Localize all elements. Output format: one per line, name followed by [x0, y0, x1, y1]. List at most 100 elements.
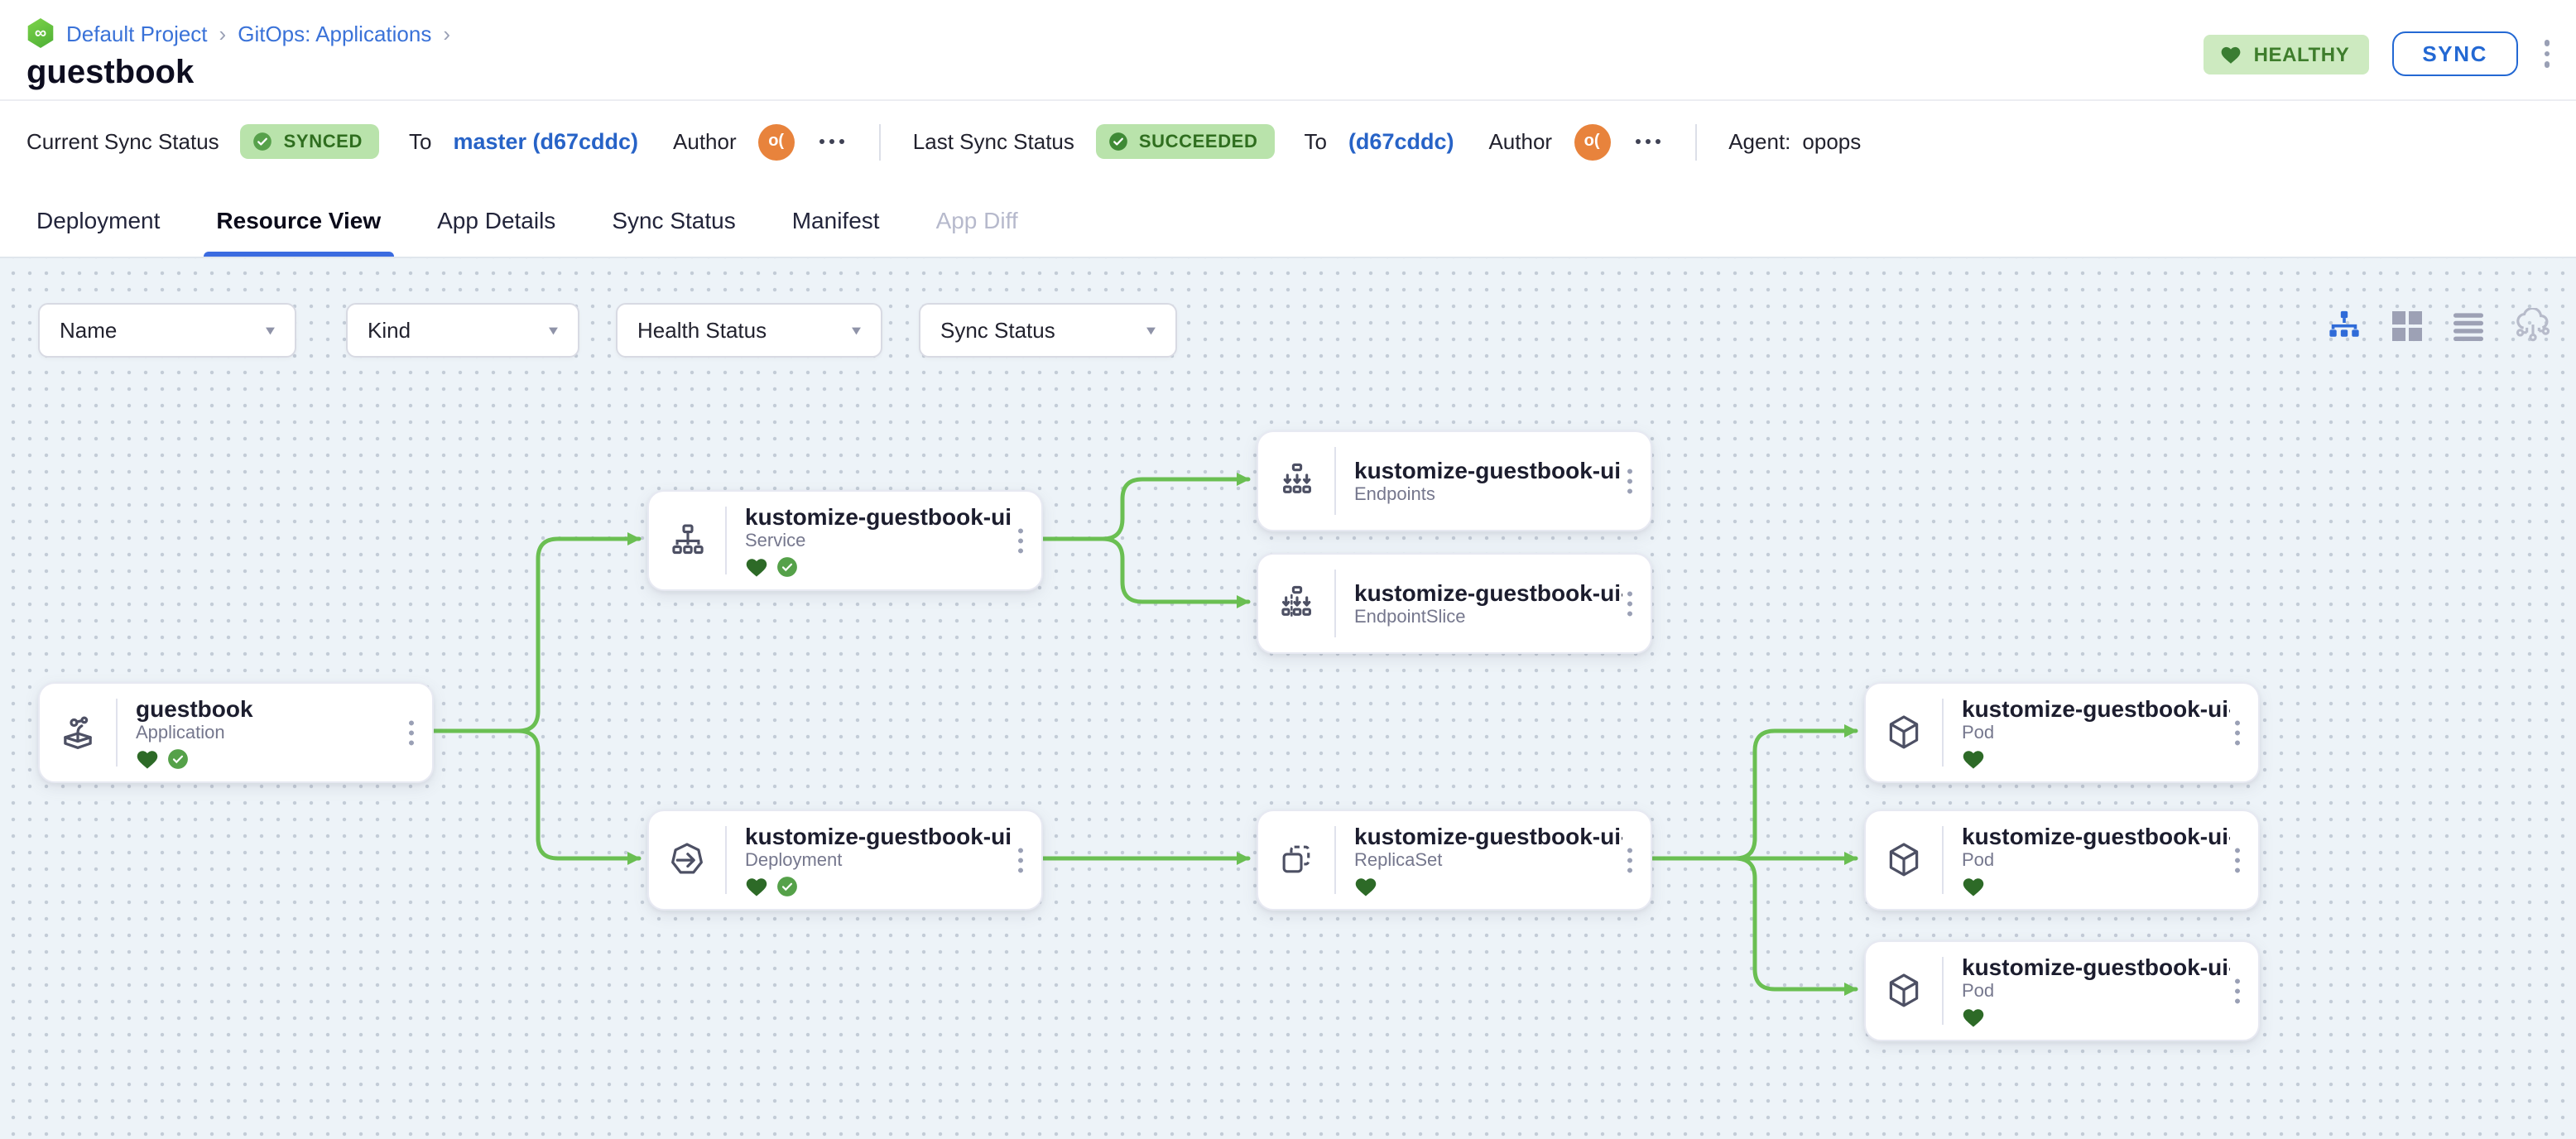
author-label: Author: [673, 129, 737, 154]
header-more-menu-icon[interactable]: [2540, 37, 2553, 71]
check-circle-icon: [1109, 132, 1127, 151]
node-title: kustomize-guestbook-ui-...: [1354, 579, 1622, 606]
synced-check-icon: [777, 557, 797, 577]
pod-icon: [1866, 839, 1942, 882]
commit-more-icon[interactable]: [816, 138, 848, 145]
graph-node-pod[interactable]: kustomize-guestbook-ui-... Pod: [1864, 810, 2260, 911]
node-menu-icon[interactable]: [1624, 587, 1636, 619]
health-status-filter-label: Health Status: [637, 318, 767, 343]
to-label: To: [408, 129, 432, 154]
node-kind: Service: [745, 531, 806, 551]
graph-node-deployment[interactable]: kustomize-guestbook-ui Deployment: [647, 810, 1043, 911]
node-kind: Pod: [1962, 723, 1995, 743]
graph-node-endpoints[interactable]: kustomize-guestbook-ui Endpoints: [1257, 430, 1652, 531]
author-avatar[interactable]: o(: [757, 123, 795, 160]
tab-deployment[interactable]: Deployment: [36, 206, 161, 233]
last-revision-link[interactable]: (d67cddc): [1348, 129, 1454, 154]
divider: [1334, 447, 1336, 515]
graph-node-pod[interactable]: kustomize-guestbook-ui-... Pod: [1864, 682, 2260, 783]
health-status-filter-select[interactable]: Health Status ▾: [616, 303, 882, 358]
healthy-heart-icon: [746, 559, 767, 577]
tab-app-details[interactable]: App Details: [437, 206, 556, 233]
app-tabs: Deployment Resource View App Details Syn…: [0, 182, 2576, 257]
view-mode-switcher: [2326, 308, 2553, 344]
pod-icon: [1866, 969, 1942, 1012]
node-menu-icon[interactable]: [1624, 843, 1636, 876]
divider: [879, 123, 882, 160]
chevron-down-icon: ▾: [1146, 323, 1156, 339]
deployment-icon: [649, 839, 725, 882]
sync-status-filter-label: Sync Status: [940, 318, 1055, 343]
sync-status-filter-select[interactable]: Sync Status ▾: [919, 303, 1177, 358]
list-view-icon[interactable]: [2452, 310, 2485, 343]
node-menu-icon[interactable]: [2232, 843, 2243, 876]
graph-node-pod[interactable]: kustomize-guestbook-ui-... Pod: [1864, 940, 2260, 1041]
chevron-down-icon: ▾: [265, 323, 275, 339]
node-title: kustomize-guestbook-ui: [745, 823, 1012, 849]
node-menu-icon[interactable]: [2232, 974, 2243, 1007]
author-label: Author: [1488, 129, 1553, 154]
divider: [1334, 826, 1336, 894]
breadcrumb-project-link[interactable]: Default Project: [66, 21, 208, 46]
graph-node-service[interactable]: kustomize-guestbook-ui Service: [647, 490, 1043, 591]
to-label: To: [1304, 129, 1327, 154]
tab-app-diff[interactable]: App Diff: [935, 206, 1018, 233]
name-filter-label: Name: [60, 318, 118, 343]
breadcrumb-separator: ›: [443, 21, 451, 46]
replicaset-icon: [1258, 839, 1334, 881]
current-revision-link[interactable]: master (d67cddc): [453, 129, 639, 154]
graph-node-endpointslice[interactable]: kustomize-guestbook-ui-... EndpointSlice: [1257, 553, 1652, 654]
graph-node-replicaset[interactable]: kustomize-guestbook-ui-... ReplicaSet: [1257, 810, 1652, 911]
node-menu-icon[interactable]: [1015, 843, 1026, 876]
healthy-heart-icon: [1963, 1009, 1984, 1027]
sync-button[interactable]: SYNC: [2392, 31, 2517, 76]
current-sync-status-label: Current Sync Status: [26, 129, 219, 154]
tab-resource-view[interactable]: Resource View: [196, 182, 401, 257]
divider: [116, 699, 118, 767]
health-status-badge: HEALTHY: [2204, 34, 2370, 74]
tree-view-icon[interactable]: [2326, 310, 2362, 343]
tab-sync-status[interactable]: Sync Status: [612, 206, 736, 233]
node-kind: EndpointSlice: [1354, 608, 1466, 627]
divider: [1695, 123, 1698, 160]
node-kind: Endpoints: [1354, 485, 1435, 505]
divider: [1334, 570, 1336, 637]
synced-badge-label: SYNCED: [283, 132, 363, 151]
tab-manifest[interactable]: Manifest: [791, 206, 880, 233]
kind-filter-select[interactable]: Kind ▾: [346, 303, 579, 358]
author-avatar[interactable]: o(: [1574, 123, 1611, 160]
healthy-heart-icon: [746, 878, 767, 896]
gitops-logo-icon: ∞: [27, 18, 54, 48]
network-view-icon[interactable]: [2513, 308, 2553, 344]
name-filter-select[interactable]: Name ▾: [38, 303, 296, 358]
chevron-down-icon: ▾: [851, 323, 861, 339]
divider: [1942, 699, 1944, 767]
node-title: kustomize-guestbook-ui: [745, 503, 1012, 530]
agent-info: Agent: opops: [1728, 129, 1861, 154]
divider: [725, 507, 727, 574]
sync-status-bar: Current Sync Status SYNCED To master (d6…: [0, 99, 2576, 182]
node-menu-icon[interactable]: [1015, 524, 1026, 556]
pod-icon: [1866, 711, 1942, 754]
node-menu-icon[interactable]: [2232, 716, 2243, 748]
succeeded-badge-label: SUCCEEDED: [1138, 132, 1258, 151]
synced-check-icon: [777, 877, 797, 896]
breadcrumb-applications-link[interactable]: GitOps: Applications: [238, 21, 432, 46]
healthy-heart-icon: [137, 751, 158, 769]
resource-graph-canvas[interactable]: Name ▾ Kind ▾ Health Status ▾ Sync Statu…: [0, 257, 2576, 1139]
node-menu-icon[interactable]: [406, 716, 417, 748]
agent-value: opops: [1802, 129, 1862, 154]
last-sync-status-label: Last Sync Status: [912, 129, 1074, 154]
application-icon: [40, 711, 116, 754]
agent-label: Agent:: [1728, 129, 1791, 154]
service-icon: [649, 520, 725, 561]
endpointslice-icon: [1258, 583, 1334, 624]
graph-node-application[interactable]: guestbook Application: [38, 682, 434, 783]
commit-more-icon[interactable]: [1632, 138, 1664, 145]
node-title: kustomize-guestbook-ui: [1354, 457, 1622, 483]
node-title: kustomize-guestbook-ui-...: [1962, 695, 2230, 722]
grid-view-icon[interactable]: [2391, 310, 2424, 343]
node-menu-icon[interactable]: [1624, 464, 1636, 497]
healthy-heart-icon: [1355, 878, 1377, 896]
